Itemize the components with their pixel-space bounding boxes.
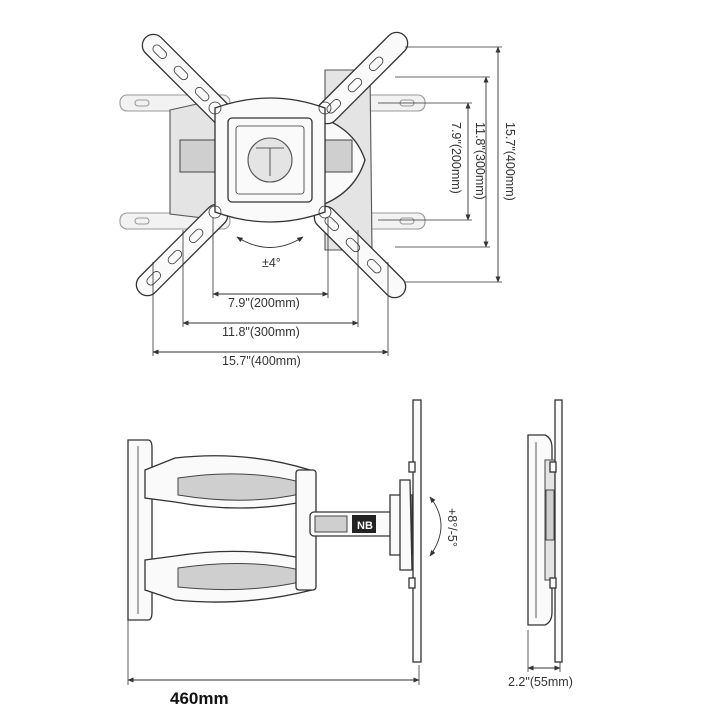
horizontal-dimensions (152, 218, 389, 356)
center-bracket (208, 97, 332, 223)
height-400-label: 15.7"(400mm) (503, 122, 517, 201)
tilt-angle-label: +8°/-5° (445, 508, 459, 547)
width-200-label: 7.9"(200mm) (228, 296, 300, 310)
vertical-dimensions (378, 46, 502, 283)
brand-logo: NB (352, 515, 376, 533)
profile-depth-label: 2.2"(55mm) (508, 675, 573, 689)
height-200-label: 7.9"(200mm) (449, 122, 463, 194)
width-400-label: 15.7"(400mm) (222, 354, 301, 368)
diagonal-arms (135, 31, 409, 299)
brand-logo-text: NB (357, 520, 373, 532)
width-300-label: 11.8"(300mm) (222, 325, 300, 339)
side-view-extended: NB +8°/-5° 460mm (127, 399, 459, 708)
side-view-folded: 2.2"(55mm) (508, 399, 573, 689)
swivel-angle-label: ±4° (262, 256, 281, 270)
height-300-label: 11.8"(300mm) (473, 122, 487, 200)
extension-label: 460mm (170, 689, 229, 708)
front-view: ±4° 7.9"(200mm) 11.8"(300mm) 15.7"(400mm… (119, 31, 517, 368)
